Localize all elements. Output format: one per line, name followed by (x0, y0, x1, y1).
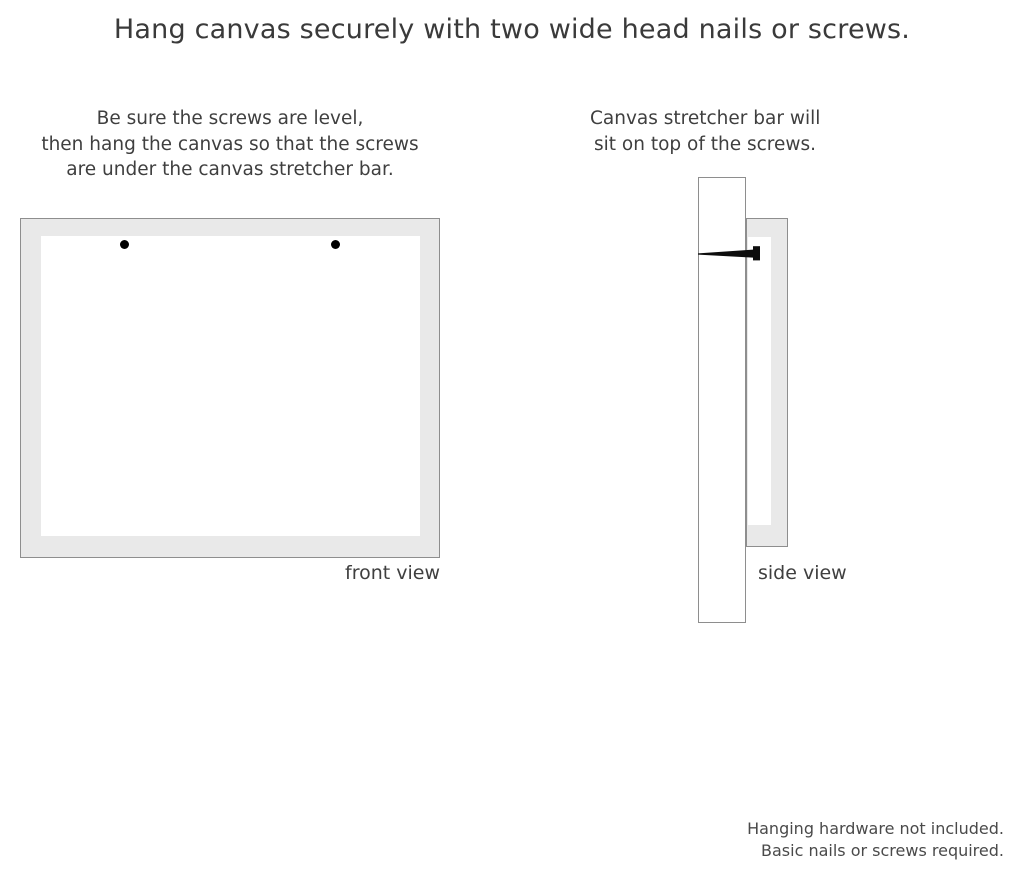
footer-note: Hanging hardware not included. Basic nai… (747, 818, 1004, 862)
side-view-label: side view (758, 562, 847, 584)
front-view-caption-line-2: then hang the canvas so that the screws (41, 133, 419, 155)
side-view-caption-line-2: sit on top of the screws. (593, 133, 817, 155)
screw-head-right-icon (331, 240, 340, 249)
front-view-label: front view (345, 562, 440, 584)
side-view-caption-line-1: Canvas stretcher bar will (590, 108, 821, 129)
footer-note-line-1: Hanging hardware not included. (747, 819, 1004, 838)
front-view-caption-line-1: Be sure the screws are level, (96, 108, 364, 129)
stretcher-bar-inner-face (748, 237, 771, 525)
screw-head-left-icon (120, 240, 129, 249)
screw-side-icon (698, 243, 762, 263)
page-title: Hang canvas securely with two wide head … (113, 14, 911, 45)
front-view-caption-line-3: are under the canvas stretcher bar. (66, 159, 394, 180)
side-view-diagram (698, 177, 818, 627)
front-view-diagram (20, 218, 440, 558)
front-view-caption: Be sure the screws are level, then hang … (20, 106, 440, 183)
canvas-face-front (41, 236, 420, 536)
side-view-caption: Canvas stretcher bar will sit on top of … (590, 106, 820, 157)
footer-note-line-2: Basic nails or screws required. (761, 841, 1004, 860)
